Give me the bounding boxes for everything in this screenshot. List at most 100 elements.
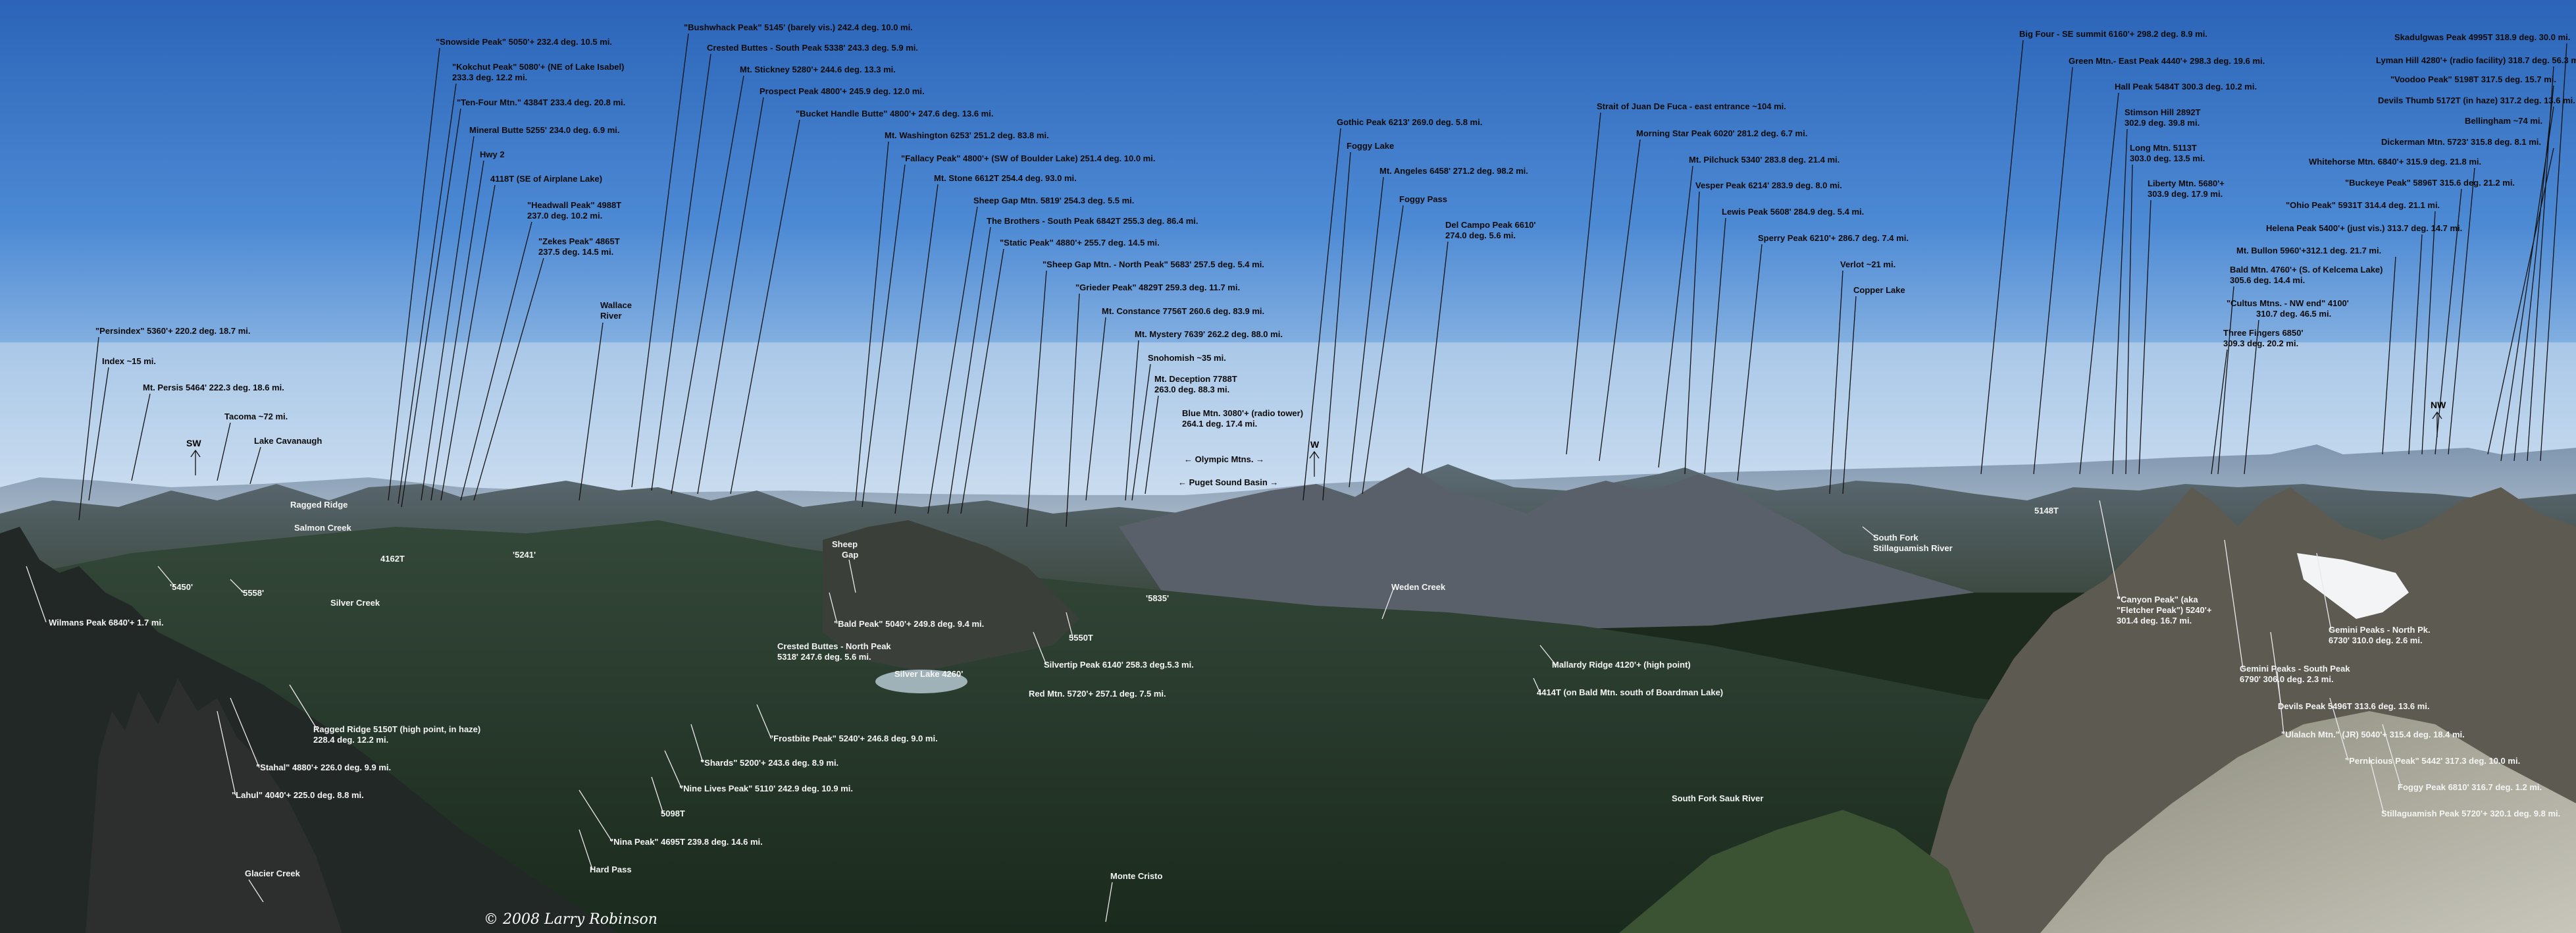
peak-label: 310.7 deg. 46.5 mi.	[2256, 309, 2331, 319]
peak-label: Bald Mtn. 4760'+ (S. of Kelcema Lake)	[2230, 265, 2383, 275]
peak-label: Sheep Gap Mtn. 5819' 254.3 deg. 5.5 mi.	[973, 196, 1134, 205]
peak-label: Gemini Peaks - North Pk.	[2329, 625, 2431, 635]
leader-line	[664, 750, 683, 789]
leader-line	[230, 697, 260, 768]
leader-line	[2448, 167, 2475, 455]
peak-label: Big Four - SE summit 6160'+ 298.2 deg. 8…	[2019, 29, 2207, 39]
creek-label: Salmon Creek	[294, 523, 351, 533]
leader-line	[401, 108, 461, 508]
peak-label: Devils Peak 5496T 313.6 deg. 13.6 mi.	[2278, 701, 2430, 711]
peak-label: Wilmans Peak 6840'+ 1.7 mi.	[49, 618, 164, 627]
peak-label: Lyman Hill 4280'+ (radio facility) 318.7…	[2376, 55, 2576, 65]
leader-line	[460, 221, 532, 501]
peak-label: Mt. Persis 5464' 222.3 deg. 18.6 mi.	[143, 383, 284, 392]
peak-label: Mt. Bullon 5960'+312.1 deg. 21.7 mi.	[2236, 246, 2381, 255]
left-spires	[86, 678, 342, 933]
lake-label: Foggy Lake	[1347, 141, 1394, 151]
leader-line	[1145, 395, 1159, 494]
peak-label: Mineral Butte 5255' 234.0 deg. 6.9 mi.	[469, 125, 620, 135]
leader-line	[579, 322, 604, 501]
peak-label: Mt. Pilchuck 5340' 283.8 deg. 21.4 mi.	[1689, 155, 1840, 165]
place-label: Verlot ~21 mi.	[1840, 259, 1895, 269]
leader-line	[2033, 67, 2073, 475]
peak-label: "Zekes Peak" 4865T	[538, 236, 620, 246]
peak-label: Crested Buttes - North Peak	[777, 641, 891, 651]
leader-line	[440, 184, 496, 501]
leader-line	[1131, 363, 1151, 501]
lake-label: Silver Lake 4260'	[894, 669, 963, 679]
leader-line	[249, 446, 261, 485]
peak-label: "Snowside Peak" 5050'+ 232.4 deg. 10.5 m…	[436, 37, 612, 47]
peak-label: 6790' 306.0 deg. 2.3 mi.	[2240, 674, 2334, 684]
leader-line	[2540, 43, 2567, 462]
leader-line	[1322, 151, 1351, 501]
peak-label: "Nine Lives Peak" 5110' 242.9 deg. 10.9 …	[679, 784, 853, 793]
river-label: South Fork	[1873, 533, 1919, 543]
leader-line	[697, 97, 764, 494]
leader-line	[2125, 164, 2133, 475]
leader-line	[1684, 191, 1700, 475]
leader-line	[862, 164, 906, 508]
leader-line	[2500, 106, 2554, 462]
elevation-label: '5558'	[241, 588, 264, 598]
direction-w-label: W	[1310, 439, 1320, 450]
leader-line	[78, 336, 99, 521]
peak-label: "Lahul" 4040'+ 225.0 deg. 8.8 mi.	[232, 790, 364, 800]
peak-label: Three Fingers 6850'	[2223, 328, 2304, 338]
peak-label: Mt. Constance 7756T 260.6 deg. 83.9 mi.	[1102, 306, 1264, 316]
peak-label: Stillaguamish Peak 5720'+ 320.1 deg. 9.8…	[2381, 809, 2560, 818]
direction-w: W	[1309, 439, 1320, 477]
peak-label: 6730' 310.0 deg. 2.6 mi.	[2329, 635, 2423, 645]
leader-line	[1658, 165, 1693, 468]
peak-label: Long Mtn. 5113T	[2130, 143, 2197, 153]
forest-valley	[0, 520, 2576, 933]
place-label: Hwy 2	[480, 149, 505, 159]
peak-label: Prospect Peak 4800'+ 245.9 deg. 12.0 mi.	[760, 86, 925, 96]
leader-line	[88, 367, 109, 501]
leader-line	[2329, 697, 2349, 761]
elevation-label: 5148T	[2034, 506, 2059, 516]
peak-label: 237.0 deg. 10.2 mi.	[527, 211, 602, 221]
peak-label: Whitehorse Mtn. 6840'+ 315.9 deg. 21.8 m…	[2309, 157, 2481, 167]
peak-label: "Buckeye Peak" 5896T 315.6 deg. 21.2 mi.	[2345, 178, 2515, 188]
leader-line	[2217, 286, 2234, 475]
peak-label: Morning Star Peak 6020' 281.2 deg. 6.7 m…	[1636, 128, 1807, 138]
peak-label: "Shards" 5200'+ 243.6 deg. 8.9 mi.	[700, 758, 838, 768]
peak-label: "Bald Peak" 5040'+ 249.8 deg. 9.4 mi.	[834, 619, 984, 629]
leader-line	[1842, 296, 1857, 494]
right-forest-patches	[1619, 810, 1974, 933]
leader-line	[2224, 539, 2244, 670]
leader-line	[1829, 270, 1843, 494]
leader-line	[829, 592, 838, 624]
direction-sw: SW	[186, 438, 201, 475]
region-label: ← Olympic Mtns. →	[1184, 454, 1264, 464]
leader-line	[2408, 234, 2423, 455]
peak-label: Green Mtn.- East Peak 4440'+ 298.3 deg. …	[2069, 56, 2265, 66]
peak-label: 309.3 deg. 20.2 mi.	[2223, 338, 2298, 348]
copyright: © 2008 Larry Robinson	[484, 911, 657, 928]
sky-labels: "Persindex" 5360'+ 220.2 deg. 18.7 mi. I…	[95, 22, 2576, 487]
peak-label: "Fallacy Peak" 4800'+ (SW of Boulder Lak…	[901, 153, 1155, 163]
leader-line	[579, 789, 613, 842]
peak-label: 303.0 deg. 13.5 mi.	[2130, 153, 2205, 163]
leader-line	[1381, 587, 1395, 620]
leader-line	[473, 257, 544, 501]
elevation-label: 4414T (on Bald Mtn. south of Boardman La…	[1537, 687, 1723, 697]
leader-line	[217, 422, 231, 481]
snow-field	[2297, 553, 2409, 619]
peak-label: "Persindex" 5360'+ 220.2 deg. 18.7 mi.	[95, 326, 250, 336]
peak-label: Mt. Mystery 7639' 262.2 deg. 88.0 mi.	[1135, 329, 1283, 339]
leader-line	[26, 566, 47, 623]
leader-line	[2277, 671, 2284, 735]
leader-line	[1862, 526, 1876, 538]
leader-line	[2211, 349, 2228, 475]
peak-label: "Ten-Four Mtn." 4384T 233.4 deg. 20.8 mi…	[457, 97, 625, 107]
peak-label: 4118T (SE of Airplane Lake)	[490, 174, 602, 184]
leader-line	[2099, 500, 2120, 600]
leader-line	[2527, 66, 2554, 462]
peak-label: Blue Mtn. 3080'+ (radio tower)	[1182, 408, 1303, 418]
peak-label: "Cultus Mtns. - NW end" 4100'	[2227, 298, 2349, 308]
place-label: Tacoma ~72 mi.	[224, 412, 288, 421]
peak-label: 274.0 deg. 5.6 mi.	[1445, 230, 1516, 240]
creek-label: Silver Creek	[330, 598, 380, 608]
